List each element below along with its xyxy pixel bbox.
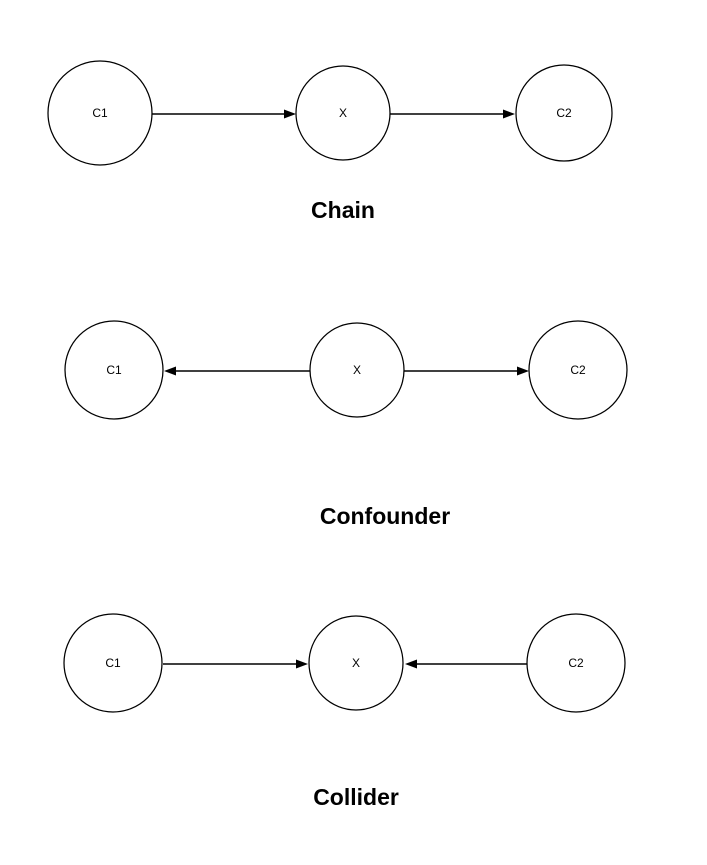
node-collider-x[interactable]: X [308, 615, 404, 711]
node-confounder-c2[interactable]: C2 [528, 320, 628, 420]
panel-confounder: C1 X C2 Confounder [64, 320, 628, 529]
node-circle-c2[interactable] [528, 320, 628, 420]
arrow-head-left-icon [164, 366, 176, 376]
node-label-c1: C1 [106, 363, 122, 377]
node-label-x: X [352, 656, 360, 670]
arrow-head-right-icon [503, 109, 515, 119]
node-label-c1: C1 [92, 106, 108, 120]
node-label-c2: C2 [570, 363, 586, 377]
node-collider-c1[interactable]: C1 [63, 613, 163, 713]
node-circle-x[interactable] [308, 615, 404, 711]
arrow-head-right-icon [296, 659, 308, 669]
edge-confounder-x-to-c2 [404, 366, 529, 376]
node-circle-c2[interactable] [515, 64, 613, 162]
node-circle-c2[interactable] [526, 613, 626, 713]
arrow-head-left-icon [405, 659, 417, 669]
edge-chain-x-to-c2 [390, 109, 515, 119]
panel-caption-collider: Collider [313, 784, 399, 810]
node-confounder-c1[interactable]: C1 [64, 320, 164, 420]
node-circle-c1[interactable] [47, 60, 153, 166]
node-label-c1: C1 [105, 656, 121, 670]
arrow-head-right-icon [517, 366, 529, 376]
node-circle-x[interactable] [309, 322, 405, 418]
edge-chain-c1-to-x [152, 109, 296, 119]
node-circle-c1[interactable] [64, 320, 164, 420]
node-label-x: X [353, 363, 361, 377]
edge-confounder-x-to-c1 [164, 366, 310, 376]
node-circle-c1[interactable] [63, 613, 163, 713]
node-label-c2: C2 [556, 106, 572, 120]
edge-collider-c1-to-x [163, 659, 308, 669]
node-confounder-x[interactable]: X [309, 322, 405, 418]
arrow-head-right-icon [284, 109, 296, 119]
node-chain-c1[interactable]: C1 [47, 60, 153, 166]
panel-chain: C1 X C2 Chain [47, 60, 613, 223]
panel-caption-confounder: Confounder [320, 503, 450, 529]
panel-collider: C1 X C2 Collider [63, 613, 626, 810]
edge-collider-c2-to-x [405, 659, 527, 669]
node-circle-x[interactable] [295, 65, 391, 161]
node-label-c2: C2 [568, 656, 584, 670]
node-collider-c2[interactable]: C2 [526, 613, 626, 713]
node-label-x: X [339, 106, 347, 120]
panel-caption-chain: Chain [311, 197, 375, 223]
node-chain-c2[interactable]: C2 [515, 64, 613, 162]
node-chain-x[interactable]: X [295, 65, 391, 161]
